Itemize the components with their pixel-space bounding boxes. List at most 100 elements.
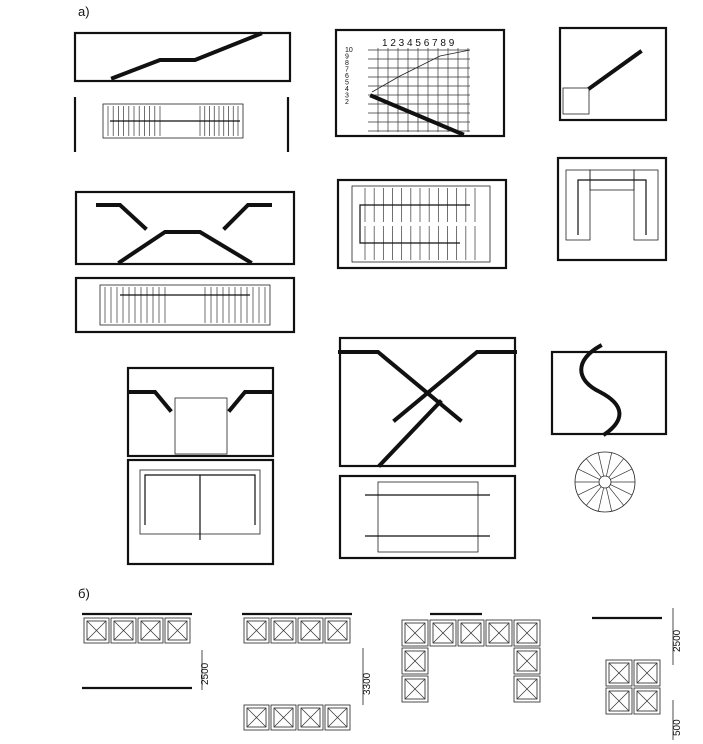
u-shaped-stair-plan — [556, 156, 668, 262]
lift-group-row-4: 2500 — [82, 612, 211, 690]
lift-cross-line — [300, 620, 321, 641]
step-number-side: 10 — [345, 47, 353, 54]
step-number-side: 3 — [345, 93, 349, 100]
dimension-2500-left: 2500 — [200, 662, 211, 685]
spiral-stair-section — [550, 343, 668, 437]
lift-car — [300, 620, 321, 641]
lift-car — [404, 650, 426, 672]
lift-shaft — [270, 617, 297, 644]
lift-shaft — [243, 704, 270, 731]
lift-car — [404, 678, 426, 700]
lift-car — [327, 620, 348, 641]
lift-car — [460, 622, 482, 644]
lift-cross-line — [608, 662, 630, 684]
lift-car — [516, 678, 538, 700]
lift-cross-line — [300, 707, 321, 728]
spiral-tread-line — [605, 452, 613, 477]
section-a-label: а) — [78, 4, 90, 19]
lift-shaft — [401, 647, 429, 675]
lift-cross-line — [327, 620, 348, 641]
scissor-stair-section-2 — [338, 336, 517, 468]
straight-stair-plan — [73, 97, 290, 152]
lift-cross-line — [167, 620, 188, 641]
lift-car — [636, 690, 658, 712]
lift-cross-line — [246, 620, 267, 641]
lift-car — [432, 622, 454, 644]
lift-cross-line — [636, 662, 658, 684]
spiral-tread-line — [597, 452, 605, 477]
straight-stair-section — [73, 31, 292, 83]
spiral-tread-line — [608, 458, 624, 478]
lift-shaft — [513, 675, 541, 703]
dimension-500: 500 — [672, 719, 683, 736]
lift-cross-line — [273, 620, 294, 641]
lift-car — [300, 707, 321, 728]
lift-shaft — [401, 675, 429, 703]
lift-car — [273, 620, 294, 641]
lift-shaft — [324, 704, 351, 731]
two-flight-stair-plan — [336, 178, 508, 270]
dimension-2500-right: 2500 — [672, 629, 683, 652]
lift-cross-line — [516, 622, 538, 644]
lift-cross-line — [516, 678, 538, 700]
lift-group-facing-rows: 3300 — [242, 612, 373, 731]
lift-shaft — [633, 659, 661, 687]
step-number-side: 8 — [345, 60, 349, 67]
lift-shaft — [297, 704, 324, 731]
step-numbers-top: 1 2 3 4 5 6 7 8 9 — [382, 38, 455, 49]
lift-car — [516, 650, 538, 672]
spiral-tread-line — [610, 468, 633, 480]
lift-car — [516, 622, 538, 644]
lift-shaft — [633, 687, 661, 715]
lift-cross-line — [404, 622, 426, 644]
lift-car — [404, 622, 426, 644]
lift-shaft — [110, 617, 137, 644]
dimension-3300: 3300 — [362, 672, 373, 695]
lift-shaft — [513, 619, 541, 647]
lift-cross-line — [608, 690, 630, 712]
scissor-stair-section-1 — [74, 190, 296, 266]
three-flight-stair-plan — [126, 458, 275, 566]
lift-cross-line — [404, 650, 426, 672]
lift-cross-line — [460, 622, 482, 644]
spiral-tread-line — [586, 486, 602, 506]
lift-shaft — [83, 617, 110, 644]
lift-shaft — [297, 617, 324, 644]
lift-shaft — [243, 617, 270, 644]
lift-shaft — [270, 704, 297, 731]
step-number-side: 2 — [345, 99, 349, 106]
lift-car — [327, 707, 348, 728]
lift-shaft — [429, 619, 457, 647]
section-b-label: б) — [78, 586, 90, 601]
lift-shaft — [137, 617, 164, 644]
lift-cross-line — [636, 690, 658, 712]
lift-shaft — [605, 659, 633, 687]
lift-cross-line — [327, 707, 348, 728]
lift-car — [246, 707, 267, 728]
lift-cross-line — [86, 620, 107, 641]
lift-shaft — [401, 619, 429, 647]
spiral-tread-line — [597, 487, 605, 512]
lift-cross-line — [113, 620, 134, 641]
lift-cross-line — [273, 707, 294, 728]
lift-cross-line — [404, 678, 426, 700]
step-number-side: 5 — [345, 80, 349, 87]
spiral-tread-line — [610, 484, 633, 496]
lift-car — [488, 622, 510, 644]
spiral-tread-line — [586, 458, 602, 478]
lift-shaft — [324, 617, 351, 644]
lift-shaft — [513, 647, 541, 675]
spiral-tread-line — [577, 468, 600, 480]
scissor-stair-plan-1 — [74, 276, 296, 334]
lift-car — [113, 620, 134, 641]
step-number-side: 6 — [345, 73, 349, 80]
lift-car — [608, 690, 630, 712]
lift-car — [636, 662, 658, 684]
spiral-tread-line — [605, 487, 613, 512]
lift-cross-line — [516, 650, 538, 672]
lift-group-2x2: 2500 500 — [592, 608, 683, 740]
lift-shaft — [605, 687, 633, 715]
lift-cross-line — [432, 622, 454, 644]
